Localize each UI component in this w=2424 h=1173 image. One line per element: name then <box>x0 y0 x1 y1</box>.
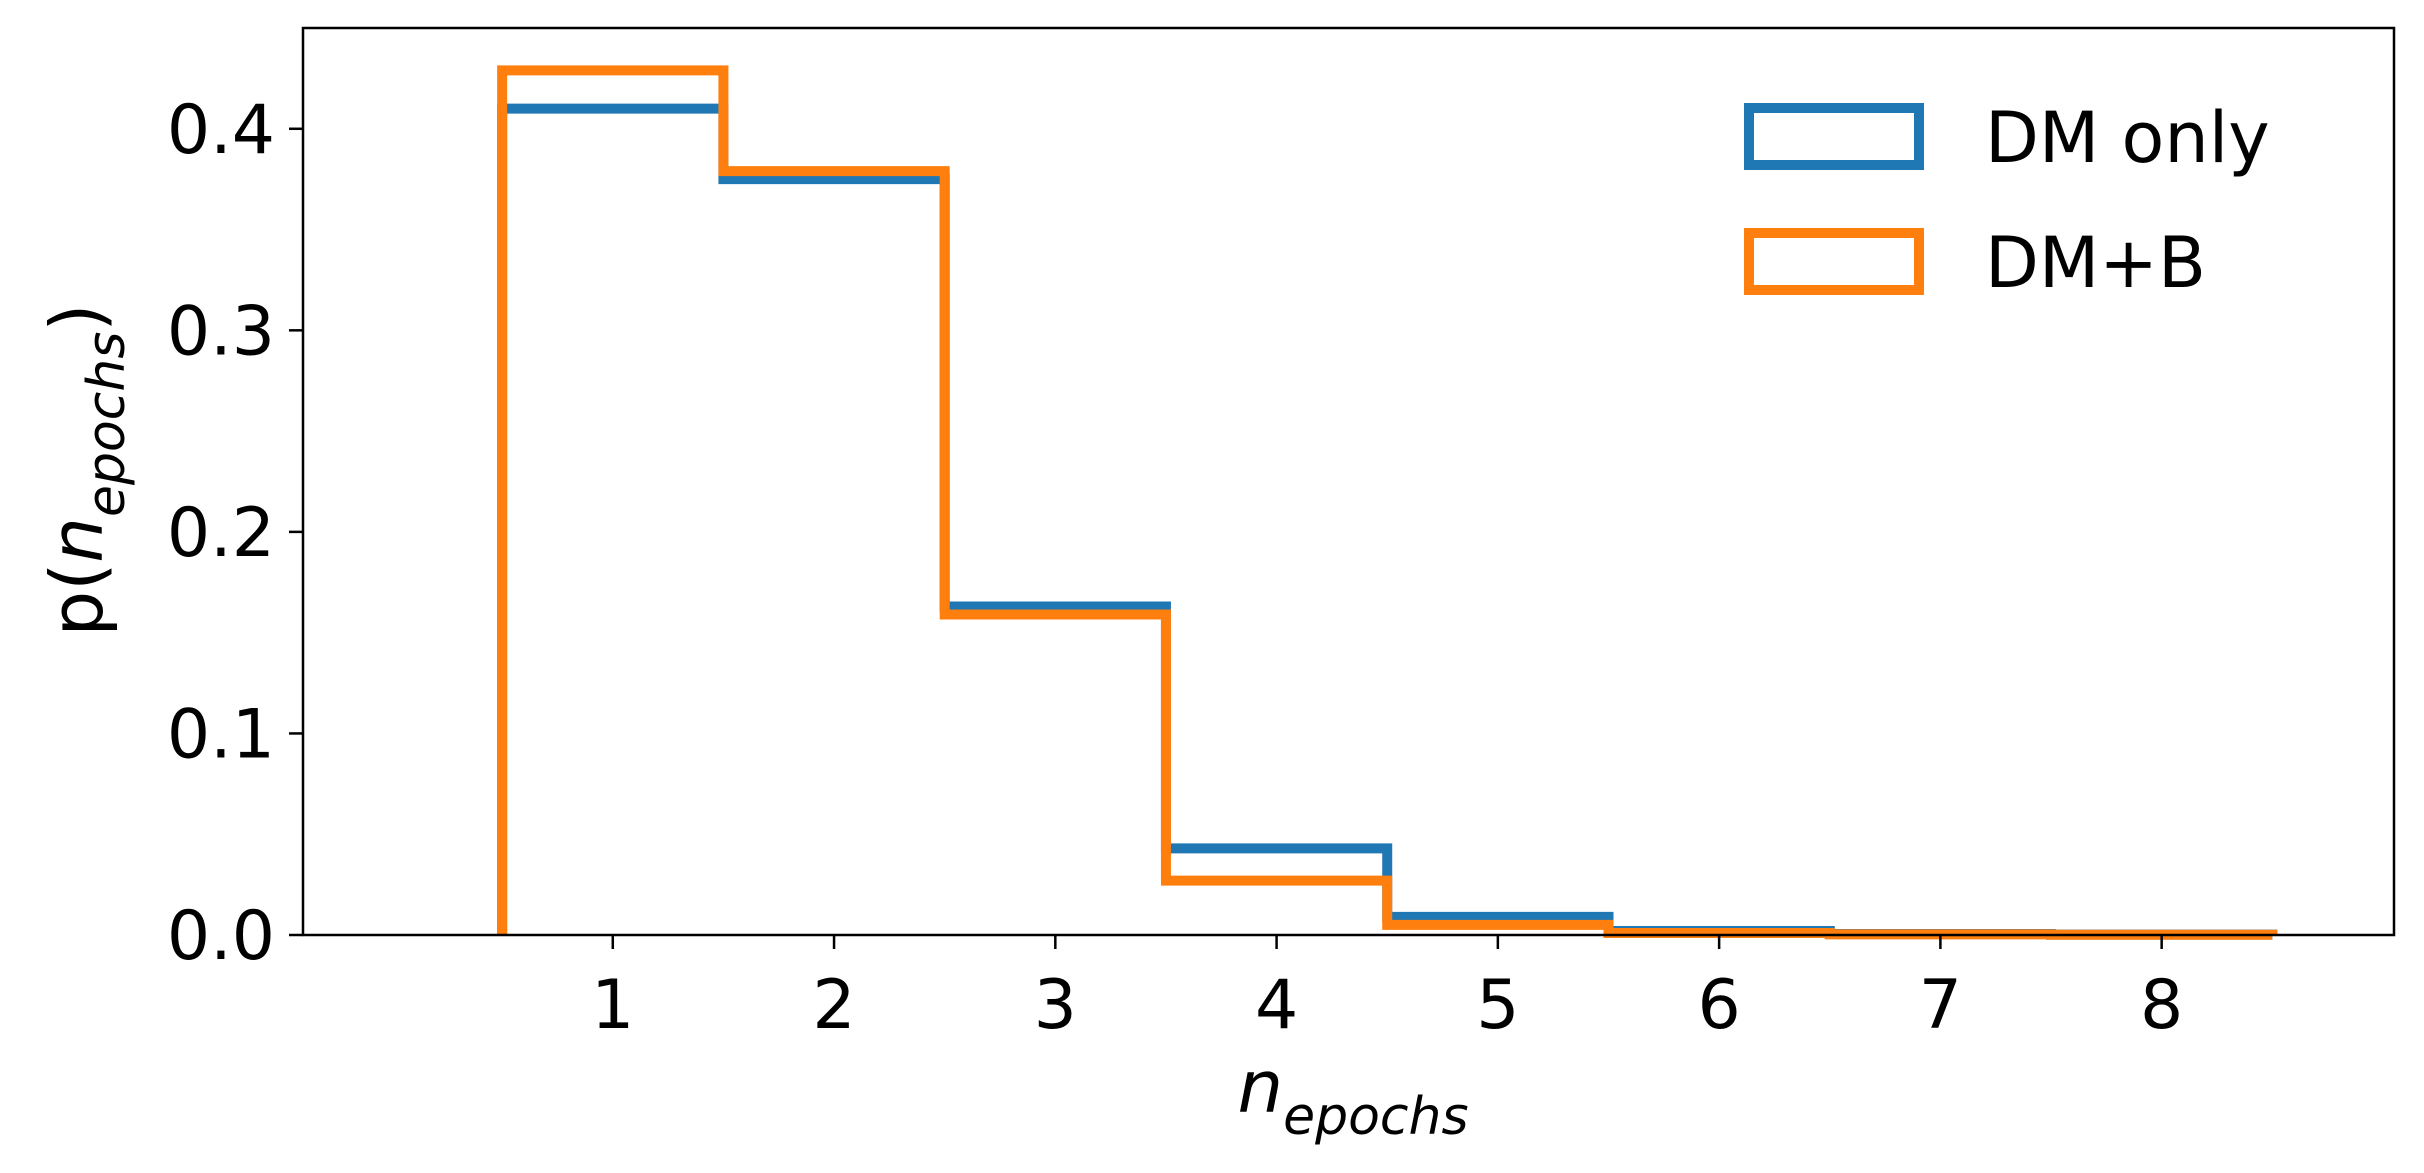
y-axis-label: p(nepochs) <box>35 304 137 637</box>
y-axis-label-base: n <box>35 517 119 563</box>
y-tick-label: 0.3 <box>167 292 275 371</box>
x-tick-label: 6 <box>1697 966 1740 1045</box>
x-tick-label: 3 <box>1034 966 1077 1045</box>
x-tick-label: 2 <box>812 966 855 1045</box>
legend-swatch-dm-b <box>1744 228 1924 295</box>
legend-entry-dm-b: DM+B <box>1744 222 2206 304</box>
y-tick-label: 0.0 <box>167 897 275 976</box>
legend-label-dm-only: DM only <box>1985 97 2270 179</box>
y-axis-label-prefix: p( <box>35 563 119 637</box>
y-axis-label-suffix: ) <box>35 304 119 332</box>
y-axis-label-subscript: epochs <box>77 332 137 517</box>
legend-entry-dm-only: DM only <box>1744 97 2270 179</box>
plot-frame <box>301 26 2396 937</box>
y-tick-label: 0.4 <box>167 91 275 170</box>
y-axis: 0.0 0.1 0.2 0.3 0.4 <box>167 91 303 976</box>
x-axis-label-subscript: epochs <box>1283 1087 1468 1147</box>
x-tick-label: 8 <box>2140 966 2183 1045</box>
x-axis: 1 2 3 4 5 6 7 8 <box>591 935 2183 1045</box>
x-axis-label: nepochs <box>1237 1045 1468 1147</box>
y-tick-label: 0.1 <box>167 695 275 774</box>
histogram-series-dm-b <box>497 65 2278 940</box>
x-tick-label: 4 <box>1255 966 1298 1045</box>
legend: DM only DM+B <box>1744 97 2270 304</box>
x-axis-label-base: n <box>1237 1045 1283 1129</box>
x-tick-label: 1 <box>591 966 634 1045</box>
x-tick-label: 7 <box>1919 966 1962 1045</box>
x-tick-label: 5 <box>1476 966 1519 1045</box>
histogram-series-layer <box>497 65 2278 940</box>
legend-swatch-dm-only <box>1744 103 1924 170</box>
legend-label-dm-b: DM+B <box>1985 222 2206 304</box>
y-tick-label: 0.2 <box>167 494 275 573</box>
